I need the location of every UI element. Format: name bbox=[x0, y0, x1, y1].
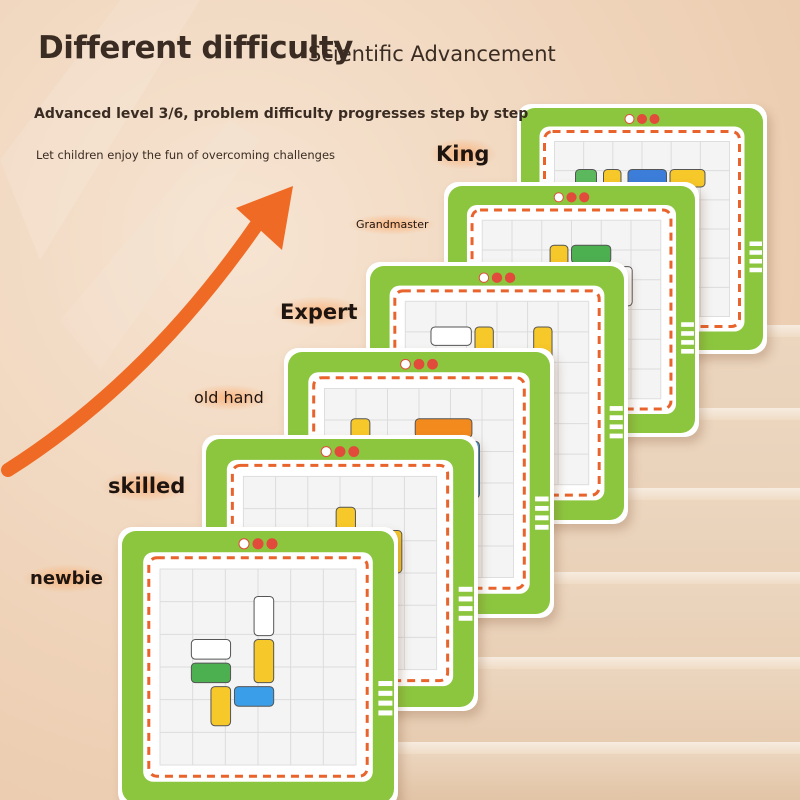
description-line-2: Let children enjoy the fun of overcoming… bbox=[36, 148, 336, 162]
level-label-grandmaster: Grandmaster bbox=[348, 214, 437, 235]
level-label-newbie: newbie bbox=[22, 564, 111, 593]
level-label-skilled: skilled bbox=[100, 470, 194, 502]
level-label-old-hand: old hand bbox=[186, 384, 272, 411]
board-newbie bbox=[118, 527, 398, 800]
description-line-1: Advanced level 3/6, problem difficulty p… bbox=[34, 106, 529, 122]
page-subtitle: Scientific Advancement bbox=[308, 42, 556, 66]
level-label-expert: Expert bbox=[272, 296, 366, 328]
level-label-king: King bbox=[428, 138, 498, 170]
page-title: Different difficulty bbox=[38, 30, 353, 66]
